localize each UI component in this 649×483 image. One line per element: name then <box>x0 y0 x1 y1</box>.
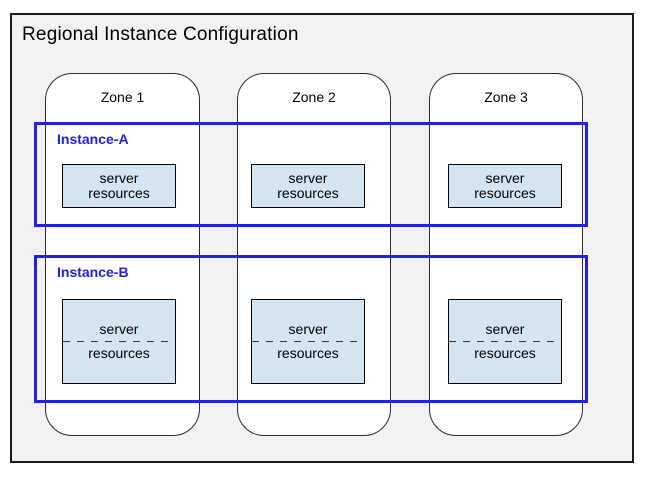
server-resources-box-a-zone3: server resources <box>448 164 562 208</box>
server-box-line2: resources <box>474 185 536 201</box>
server-resources-box-b-zone1: server resources <box>62 299 176 384</box>
zone-3-label: Zone 3 <box>484 89 528 105</box>
server-box-line1: server <box>99 170 139 186</box>
partition-divider <box>252 341 364 342</box>
server-box-line2: resources <box>88 185 150 201</box>
server-box-line2: resources <box>277 185 339 201</box>
partition-divider <box>63 341 175 342</box>
server-box-line2: resources <box>88 345 150 361</box>
server-box-line1: server <box>99 321 139 337</box>
zone-2-label: Zone 2 <box>292 89 336 105</box>
partition-divider <box>449 341 561 342</box>
server-resources-box-a-zone2: server resources <box>251 164 365 208</box>
server-box-line1: server <box>288 321 328 337</box>
server-box-line2: resources <box>277 345 339 361</box>
server-box-line1: server <box>485 170 525 186</box>
instance-a-box: Instance-A <box>34 122 588 227</box>
server-resources-box-b-zone2: server resources <box>251 299 365 384</box>
server-box-line2: resources <box>474 345 536 361</box>
instance-b-box: Instance-B <box>34 255 588 403</box>
server-resources-box-b-zone3: server resources <box>448 299 562 384</box>
instance-a-label: Instance-A <box>57 131 129 147</box>
instance-b-label: Instance-B <box>57 264 129 280</box>
diagram-title: Regional Instance Configuration <box>22 24 299 45</box>
server-resources-box-a-zone1: server resources <box>62 164 176 208</box>
zone-1-label: Zone 1 <box>100 89 145 105</box>
server-box-line1: server <box>288 170 328 186</box>
server-box-line1: server <box>485 321 525 337</box>
